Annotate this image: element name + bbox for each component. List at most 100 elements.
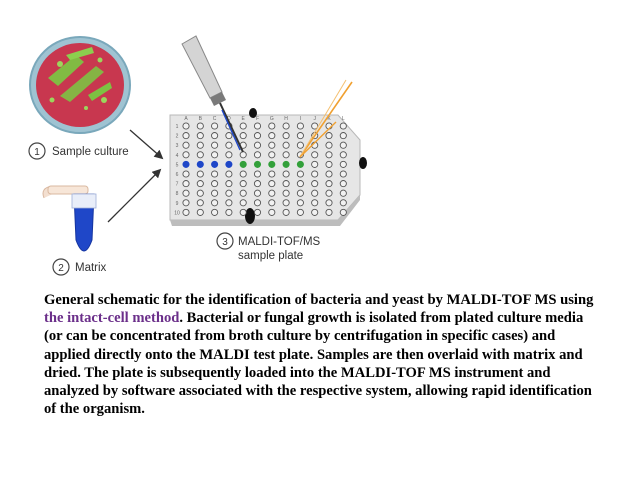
plate-well <box>311 170 319 178</box>
plate-row-label: 2 <box>176 134 179 140</box>
plate-well-matrix <box>196 160 204 168</box>
plate-row-label: 3 <box>176 143 179 149</box>
plate-well <box>225 199 233 207</box>
plate-label: 3 MALDI-TOF/MS sample plate <box>216 232 321 262</box>
plate-well-sample <box>239 160 247 168</box>
plate-well <box>211 208 219 216</box>
plate-well <box>182 180 190 188</box>
plate-well <box>225 170 233 178</box>
plate-well <box>253 170 262 178</box>
plate-well <box>268 208 276 216</box>
plate-well <box>211 170 219 178</box>
plate-well <box>296 170 304 178</box>
plate-well-sample <box>282 160 290 168</box>
plate-well <box>225 189 233 197</box>
plate-well <box>211 141 219 149</box>
plate-well <box>225 141 233 149</box>
plate-row-label: 8 <box>176 191 179 197</box>
plate-well <box>196 180 204 188</box>
intact-cell-method-link[interactable]: the intact-cell method <box>44 310 180 327</box>
plate-well <box>182 189 190 197</box>
plate-well <box>239 208 247 216</box>
plate-well <box>339 199 347 207</box>
pipette-icon <box>181 35 244 153</box>
matrix-label: 2 Matrix <box>52 258 107 276</box>
plate-well <box>182 199 190 207</box>
plate-column-label: A <box>184 116 188 122</box>
plate-well-matrix <box>225 160 233 168</box>
plate-well-sample <box>253 160 262 168</box>
sample-culture-label: 1 Sample culture <box>28 142 129 160</box>
plate-well <box>339 208 347 216</box>
plate-well <box>211 122 219 130</box>
plate-well <box>282 208 290 216</box>
plate-well <box>296 199 304 207</box>
plate-well <box>311 160 319 168</box>
plate-well <box>325 199 333 207</box>
plate-row-label: 5 <box>176 162 179 168</box>
plate-well <box>196 170 204 178</box>
plate-well <box>196 199 204 207</box>
plate-column-label: H <box>284 116 288 122</box>
plate-well <box>196 151 204 159</box>
plate-well <box>325 160 333 168</box>
plate-well <box>325 208 333 216</box>
plate-well <box>325 189 333 197</box>
matrix-tube-icon <box>42 185 97 252</box>
laser-icon <box>299 79 353 158</box>
plate-well <box>296 208 304 216</box>
plate-well <box>282 151 290 159</box>
plate-well <box>239 180 247 188</box>
plate-well <box>196 122 204 130</box>
plate-row-label: 6 <box>176 172 179 178</box>
plate-well <box>239 199 247 207</box>
plate-well <box>196 208 204 216</box>
plate-well <box>311 189 319 197</box>
plate-well <box>253 132 262 140</box>
plate-row-label: 7 <box>176 182 179 188</box>
plate-well <box>182 170 190 178</box>
plate-column-label: E <box>242 116 246 122</box>
plate-column-label: D <box>227 116 231 122</box>
plate-well <box>182 141 190 149</box>
plate-well <box>225 132 233 140</box>
plate-well <box>225 180 233 188</box>
plate-well <box>339 122 347 130</box>
plate-well <box>268 132 276 140</box>
plate-well <box>268 122 276 130</box>
plate-well <box>225 151 233 159</box>
plate-well <box>282 170 290 178</box>
plate-well <box>196 141 204 149</box>
figure-caption: General schematic for the identification… <box>44 291 604 418</box>
plate-row-label: 10 <box>174 210 180 216</box>
plate-well <box>211 180 219 188</box>
plate-well <box>282 132 290 140</box>
plate-well <box>239 170 247 178</box>
plate-well <box>339 170 347 178</box>
plate-row-label: 9 <box>176 201 179 207</box>
plate-column-label: I <box>300 116 301 122</box>
plate-well-matrix <box>182 160 190 168</box>
plate-well <box>239 132 247 140</box>
plate-well <box>311 122 319 130</box>
plate-column-label: B <box>199 116 203 122</box>
plate-well <box>339 160 347 168</box>
plate-well <box>253 189 262 197</box>
caption-text-2: . Bacterial or fungal growth is isolated… <box>44 310 592 418</box>
plate-well <box>239 189 247 197</box>
plate-column-label: L <box>342 116 345 122</box>
plate-well <box>311 208 319 216</box>
plate-column-label: C <box>213 116 217 122</box>
plate-well-matrix <box>211 160 219 168</box>
plate-well <box>253 180 262 188</box>
plate-well <box>182 122 190 130</box>
plate-well <box>339 141 347 149</box>
plate-well <box>339 180 347 188</box>
plate-column-label: F <box>256 116 259 122</box>
plate-column-label: K <box>327 116 331 122</box>
plate-title: MALDI-TOF/MS <box>238 236 321 248</box>
plate-well <box>182 151 190 159</box>
plate-well <box>282 199 290 207</box>
sample-culture-number: 1 <box>34 147 40 158</box>
